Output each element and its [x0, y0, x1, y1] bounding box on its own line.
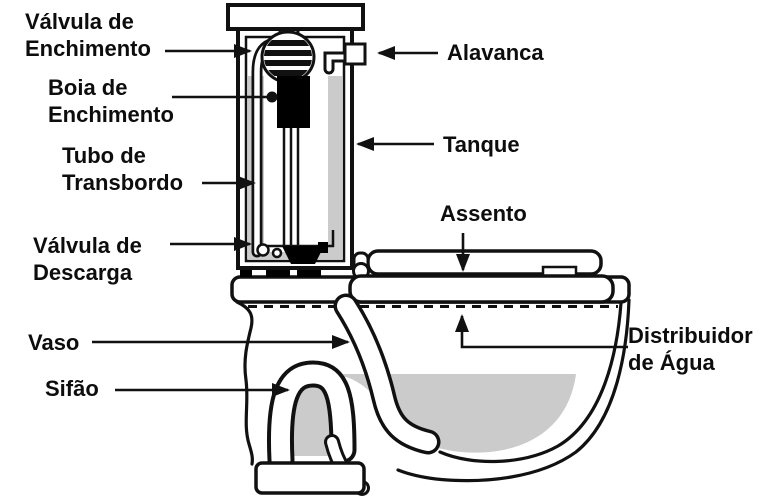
- label-valvula-descarga-line1: Válvula de: [33, 233, 142, 258]
- label-alavanca: Alavanca: [447, 39, 544, 66]
- flush-flapper: [282, 246, 324, 264]
- base-plate: [254, 461, 366, 495]
- siphon-trap-tube: [266, 360, 357, 474]
- inlet-passage-tube: [333, 293, 441, 455]
- float-shaft: [282, 128, 300, 246]
- label-tubo-line1: Tubo de: [62, 143, 146, 168]
- label-distribuidor-line1: Distribuidor: [628, 323, 753, 348]
- seat-ring: [348, 274, 615, 304]
- tank-lid: [226, 3, 365, 31]
- label-boia-line1: Boia de: [48, 75, 128, 100]
- flush-valve: [256, 230, 335, 264]
- label-alavanca-line1: Alavanca: [447, 40, 544, 65]
- seat-lid: [366, 249, 603, 279]
- label-distribuidor-line2: de Água: [628, 350, 715, 375]
- label-valvula-enchimento-line2: Enchimento: [25, 36, 151, 61]
- label-valvula-descarga: Válvula de Descarga: [33, 232, 142, 286]
- bowl-inner-right: [438, 301, 623, 464]
- label-boia: Boia de Enchimento: [48, 74, 174, 128]
- leader-boia: [172, 91, 278, 103]
- label-tanque: Tanque: [443, 131, 520, 158]
- label-tubo-line2: Transbordo: [62, 170, 184, 195]
- label-vaso-line1: Vaso: [28, 330, 80, 355]
- bowl-outer-right: [396, 298, 631, 483]
- label-valvula-enchimento-line1: Válvula de: [25, 9, 134, 34]
- label-assento-line1: Assento: [440, 201, 527, 226]
- leader-distribuidor: [455, 314, 628, 349]
- label-tubo: Tubo de Transbordo: [62, 142, 183, 196]
- float: [277, 76, 310, 246]
- handle: [323, 42, 367, 75]
- label-boia-line2: Enchimento: [48, 102, 174, 127]
- dot-connector: [266, 91, 278, 103]
- label-assento: Assento: [440, 200, 527, 227]
- pedestal-left-outline: [235, 300, 254, 466]
- label-sifao-line1: Sifão: [45, 376, 99, 401]
- label-distribuidor: Distribuidor de Água: [628, 322, 753, 376]
- label-vaso: Vaso: [28, 329, 79, 356]
- label-valvula-enchimento: Válvula de Enchimento: [25, 8, 151, 62]
- label-sifao: Sifão: [45, 375, 99, 402]
- bowl-outline: [235, 298, 631, 483]
- label-tanque-line1: Tanque: [443, 132, 520, 157]
- label-valvula-descarga-line2: Descarga: [33, 260, 133, 285]
